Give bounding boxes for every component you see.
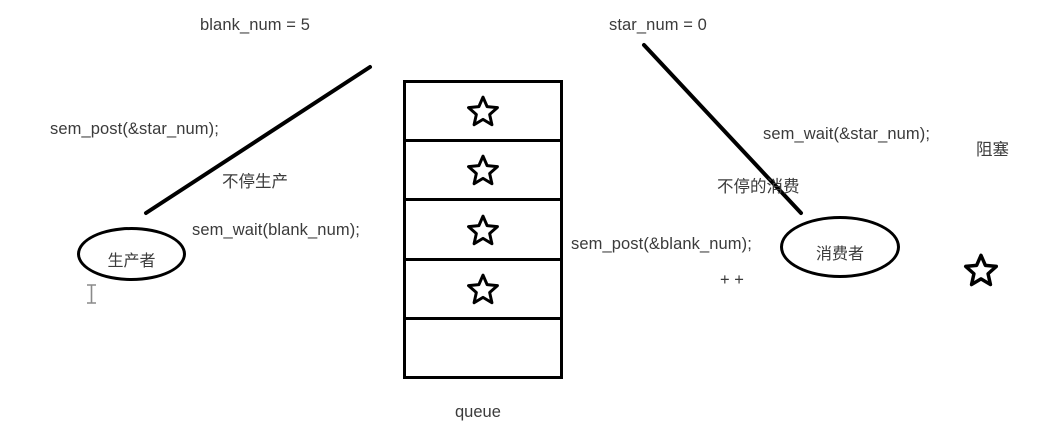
blank-num-variable-label: blank_num = 5 — [200, 16, 311, 34]
queue-cell — [406, 201, 560, 261]
queue-cell — [406, 142, 560, 202]
producer-node-label: 生产者 — [107, 251, 156, 270]
producer-node: 生产者 — [77, 227, 186, 281]
text-cursor-icon — [87, 284, 96, 304]
producer-sem-post-label: sem_post(&star_num); — [50, 120, 219, 138]
star-icon — [467, 95, 499, 127]
star-icon — [467, 214, 499, 245]
producer-to-queue-line — [144, 65, 372, 215]
queue-buffer — [403, 80, 563, 379]
queue-cell — [406, 261, 560, 320]
consumer-blocked-note: 阻塞 — [976, 140, 1009, 159]
star-num-variable-label: star_num = 0 — [609, 16, 707, 34]
consumer-node: 消费者 — [780, 216, 900, 278]
consumer-sem-post-label: sem_post(&blank_num); — [571, 235, 752, 253]
producer-sem-wait-label: sem_wait(blank_num); — [192, 221, 360, 239]
star-icon — [467, 273, 499, 304]
queue-cell-empty — [406, 320, 560, 376]
queue-caption: queue — [455, 403, 501, 421]
consumer-sem-wait-label: sem_wait(&star_num); — [763, 125, 931, 143]
producer-loop-note: 不停生产 — [222, 172, 288, 191]
consumer-increment-note: + + — [720, 271, 744, 289]
queue-cell — [406, 83, 560, 143]
consumer-node-label: 消费者 — [815, 244, 864, 263]
consumer-loop-note: 不停的消费 — [717, 177, 800, 196]
star-icon — [467, 154, 499, 186]
star-icon — [963, 253, 999, 287]
